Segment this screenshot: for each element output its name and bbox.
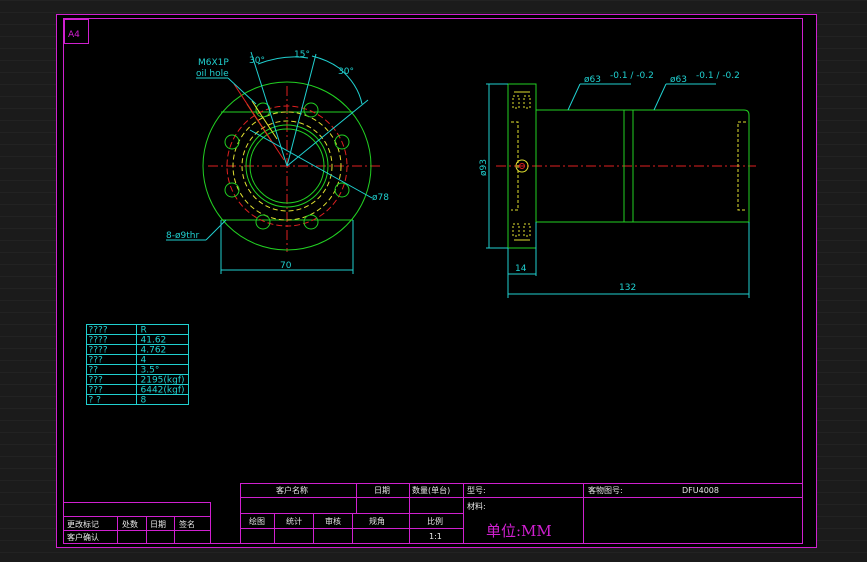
inner-border <box>63 18 803 544</box>
holes-leader <box>205 219 227 241</box>
model-label: 型号: <box>467 486 486 495</box>
width-dim-label: 70 <box>280 261 292 271</box>
flange-outline <box>507 83 537 249</box>
bolt-circle <box>226 105 348 227</box>
spec-table-value: R <box>141 326 147 336</box>
outer-border <box>56 14 817 548</box>
date-label: 日期 <box>374 486 390 495</box>
angle-a-label: 30° <box>249 56 265 66</box>
oil-port <box>515 159 529 173</box>
thk-label: 14 <box>515 264 527 274</box>
bolt-hole <box>224 182 240 198</box>
dia-left-leader <box>567 83 581 111</box>
unit-label: 单位:MM <box>486 522 552 540</box>
date2-label: 日期 <box>150 520 166 529</box>
review-label: 审核 <box>325 516 341 526</box>
drawing-no-label: 客物图号: <box>588 485 623 495</box>
bolt-hole <box>303 102 319 118</box>
spec-table-value: 8 <box>141 396 147 406</box>
dia-left-label: ø63 <box>584 75 601 85</box>
angle-c-label: 30° <box>338 67 354 77</box>
right-seal-hidden <box>737 121 746 211</box>
change-mark-label: 更改标记 <box>67 519 99 529</box>
angle-arc-a <box>257 56 309 65</box>
angle-ext-b <box>286 53 317 167</box>
bolt-hole <box>303 214 319 230</box>
spec-label: 规角 <box>369 516 385 526</box>
side-view: ø63 -0.1 / -0.2 ø63 -0.1 / -0.2 ø93 14 1… <box>479 71 756 298</box>
thread-hidden-circle <box>241 120 333 212</box>
place-count-label: 处数 <box>122 519 138 529</box>
nut-body-outline <box>536 109 750 223</box>
bolt-hole <box>255 214 271 230</box>
spec-table-label: ???? <box>89 346 108 356</box>
bore-inner-circle <box>249 128 325 204</box>
bolt-circle-label: ø78 <box>372 193 389 203</box>
material-label: 材料: <box>467 501 486 511</box>
flange-bolt-hidden-top <box>523 95 531 109</box>
holes-label: 8-ø9thr <box>166 231 199 241</box>
bolt-hole <box>334 182 350 198</box>
length-label: 132 <box>619 283 636 293</box>
flange-outer-circle <box>202 81 372 251</box>
scale-label: 比例 <box>427 516 443 526</box>
spec-table-label: ? ? <box>89 396 102 406</box>
drawing-sheet: A4 30° 15° <box>56 14 817 548</box>
bore-outer-circle <box>245 124 329 208</box>
flange-bolt-hidden-bottom <box>512 223 520 237</box>
spec-table-label: ??? <box>89 386 104 396</box>
sign-label: 签名 <box>179 519 195 529</box>
spec-table-label: ??? <box>89 376 104 386</box>
bolt-hole <box>334 134 350 150</box>
flange-bolt-hidden-bottom <box>523 223 531 237</box>
title-block: 更改标记 处数 日期 签名 客户确认 客户名称 日期 数量(单台) 型号: 客物… <box>63 483 803 544</box>
bolt-circle-dim-line <box>249 129 373 199</box>
flange-bolt-hidden-top <box>512 95 520 109</box>
sheet-size-label: A4 <box>68 30 80 40</box>
angle-ext-c <box>286 99 369 167</box>
revision-box <box>63 502 211 544</box>
oil-port-center <box>519 163 525 169</box>
flange-dia-label: ø93 <box>479 159 489 176</box>
angle-arc-b <box>311 55 340 69</box>
dia-right-leader <box>653 83 667 111</box>
drawing-canvas: A4 30° 15° <box>56 14 817 548</box>
angle-b-label: 15° <box>294 50 310 60</box>
left-seal-hidden <box>511 121 519 211</box>
spec-table-label: ??? <box>89 356 104 366</box>
oil-hole-line-b <box>251 100 278 140</box>
spec-table-value: 4 <box>141 356 147 366</box>
spec-table-label: ?? <box>89 366 99 376</box>
angle-arc-c <box>338 67 363 105</box>
oil-hole-leader <box>227 77 257 105</box>
customer-confirm-label: 客户确认 <box>67 532 99 542</box>
spec-table: ???? R???? 41.62???? 4.762??? 4?? 3.5°??? 2195… <box>86 324 189 406</box>
customer-name-label: 客户名称 <box>276 485 308 495</box>
front-view: 30° 15° 30° M6X1P oil hole ø78 8-ø9thr 7… <box>166 50 389 274</box>
drafted-label: 绘图 <box>249 516 265 526</box>
drawing-no-value: DFU4008 <box>682 486 719 495</box>
dia-right-label: ø63 <box>670 75 687 85</box>
spec-table-label: ???? <box>89 336 108 346</box>
spec-table-label: ???? <box>89 326 108 336</box>
spec-table-value: 41.62 <box>141 336 167 346</box>
dia-left-tolerance: -0.1 / -0.2 <box>610 71 654 81</box>
oil-hole-axis <box>233 83 285 161</box>
stats-label: 统计 <box>286 516 302 526</box>
spec-table-value: 2195(kgf) <box>141 376 185 386</box>
bolt-holes <box>224 102 350 230</box>
qty-label: 数量(单台) <box>412 485 450 495</box>
scale-value: 1:1 <box>429 532 442 541</box>
spec-table-value: 3.5° <box>141 366 160 376</box>
oil-hole-label: oil hole <box>196 69 229 79</box>
bolt-hole <box>224 134 240 150</box>
body-hidden-circle <box>232 111 342 221</box>
size-box <box>64 19 89 44</box>
spec-table-value: 6442(kgf) <box>141 386 185 396</box>
thread-label: M6X1P <box>198 58 229 68</box>
dia-right-tolerance: -0.1 / -0.2 <box>696 71 740 81</box>
spec-table-value: 4.762 <box>141 346 167 356</box>
